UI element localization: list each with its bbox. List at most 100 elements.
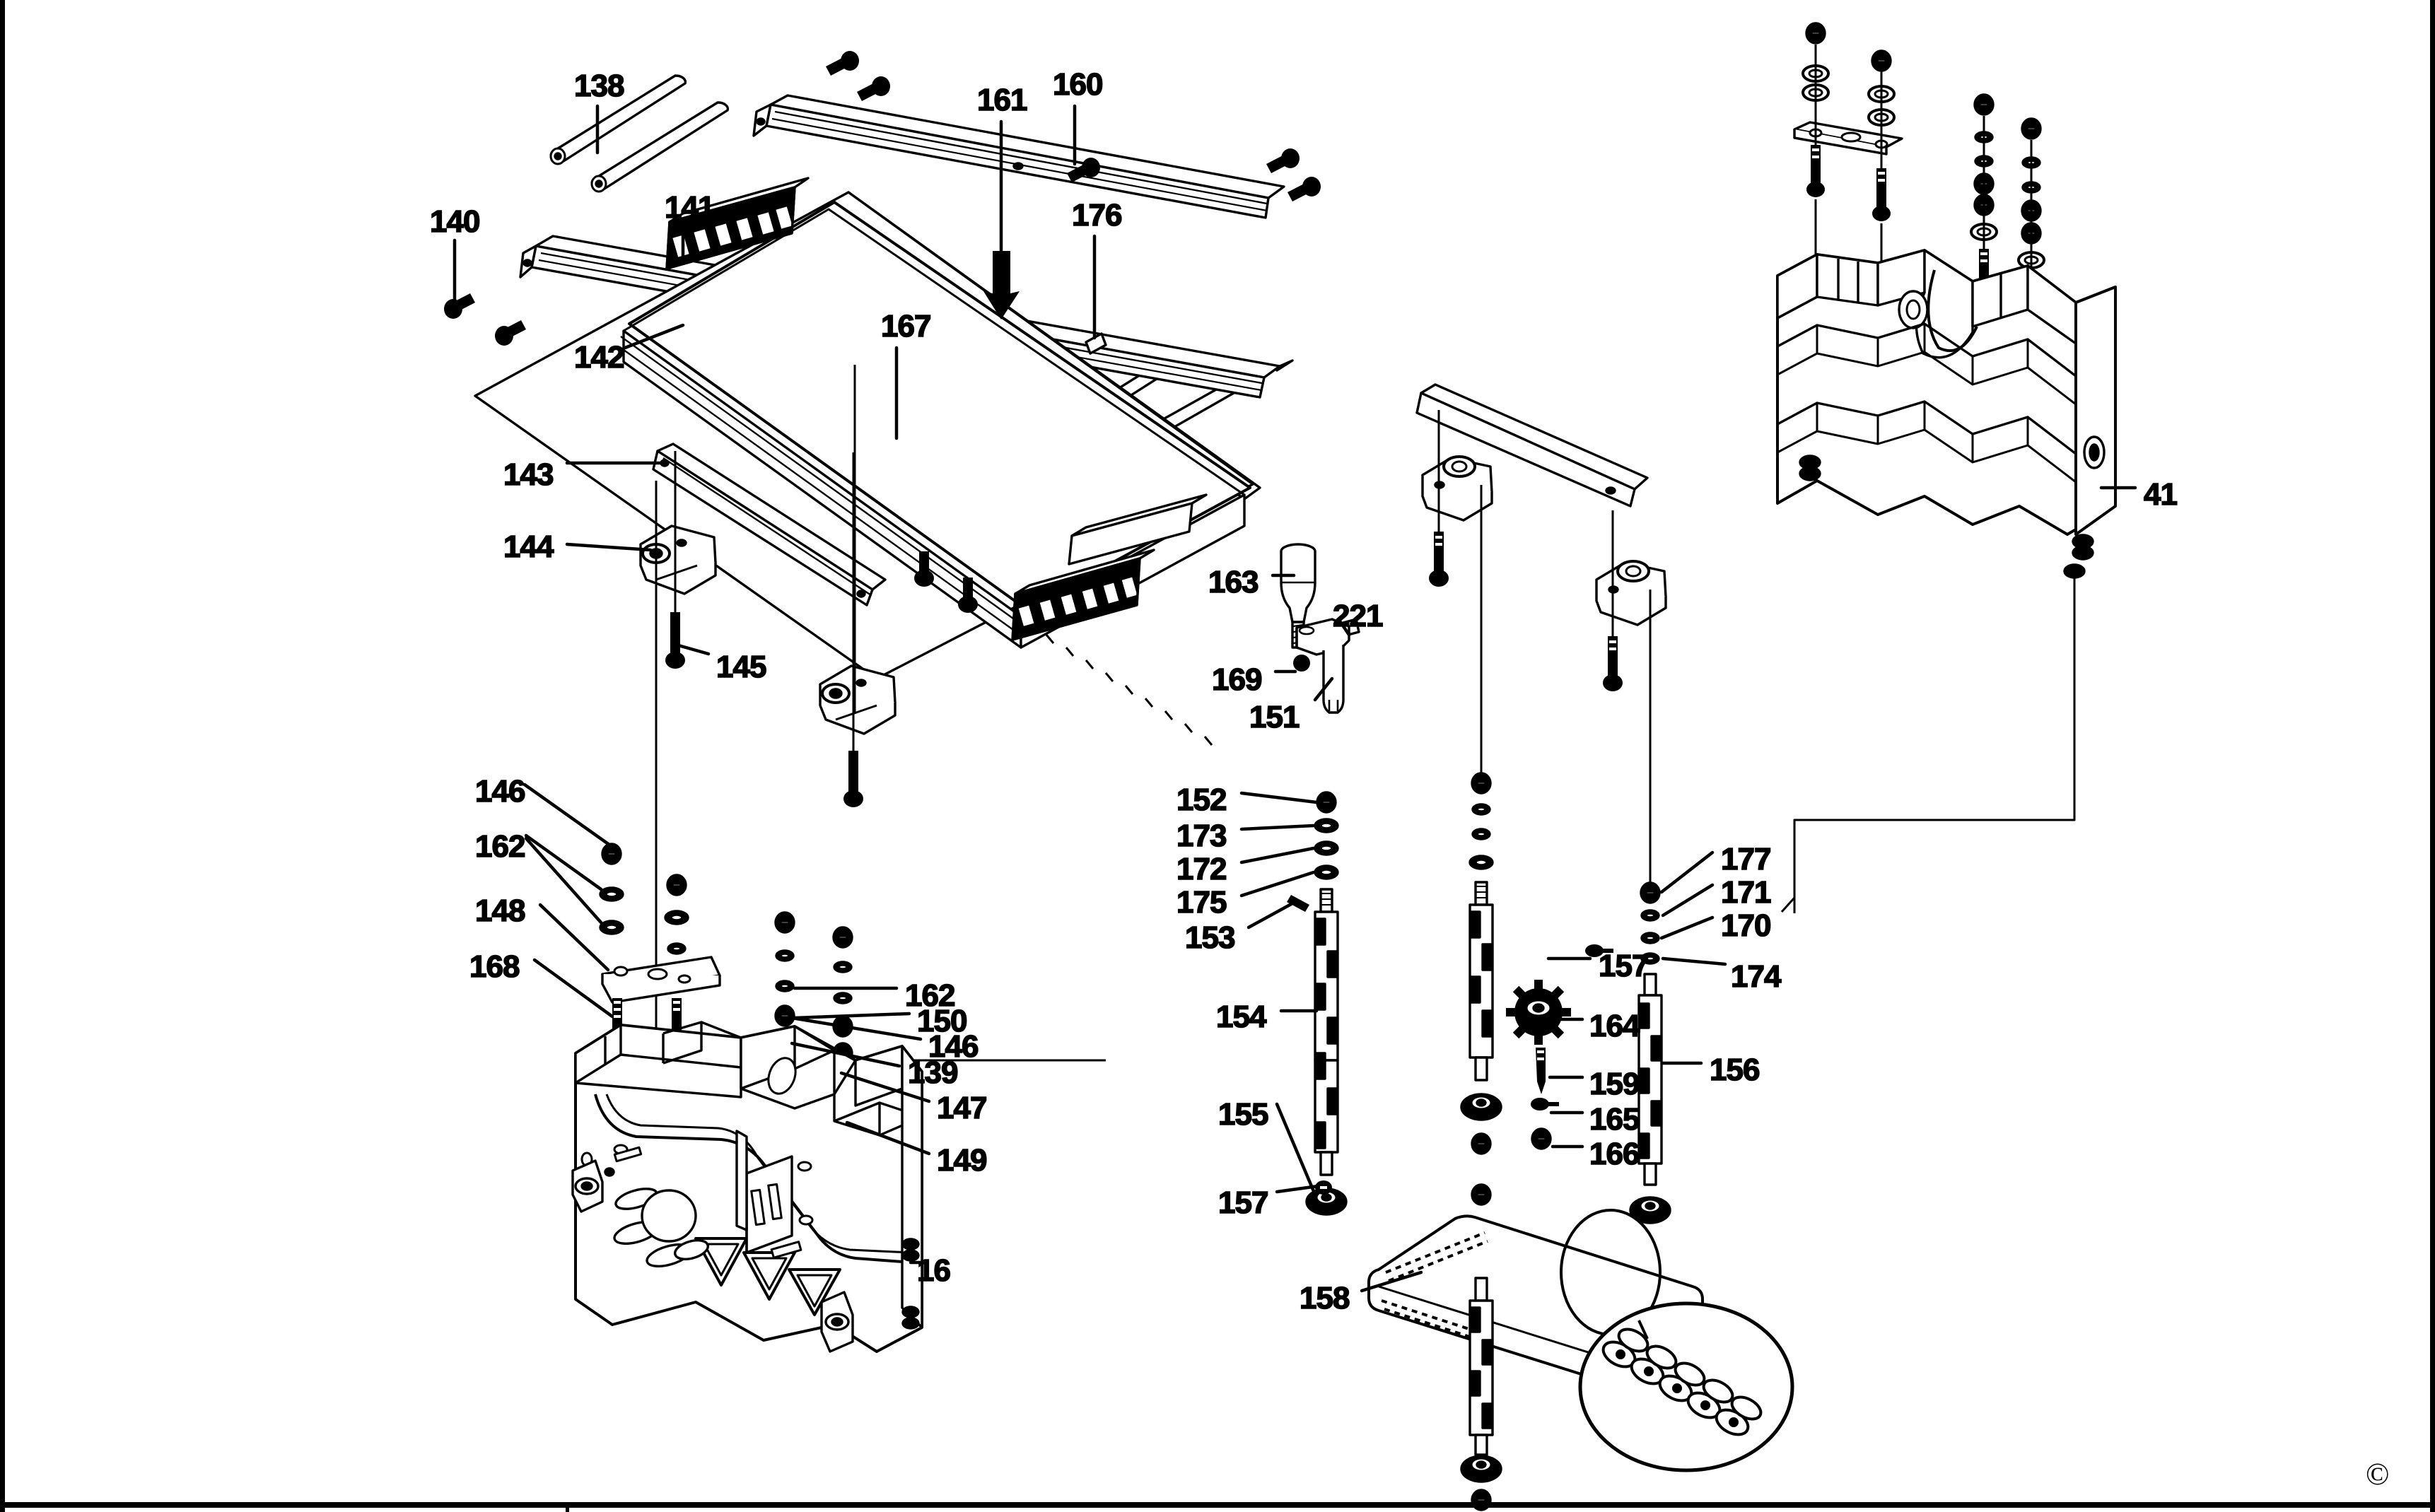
part-140-screw-a [444, 293, 475, 319]
frame-border-bottom [0, 1502, 2435, 1508]
callout-174: 174 [1730, 959, 1782, 994]
callout-170: 170 [1720, 908, 1772, 943]
part-154-shaft [1314, 888, 1339, 1176]
callout-168: 168 [469, 949, 520, 984]
callout-138: 138 [573, 69, 625, 103]
part-140-screw-b [495, 320, 526, 346]
leader-177 [1659, 850, 1715, 894]
callout-41: 41 [2143, 477, 2178, 512]
leader-152 [1239, 791, 1319, 804]
frame-border-right [2430, 0, 2435, 1512]
callout-162-b: 162 [904, 978, 956, 1013]
part-blade-strip [1068, 493, 1208, 565]
callout-169: 169 [1211, 662, 1263, 697]
right-leadscrew-assembly [1506, 881, 1671, 1224]
callout-140: 140 [429, 204, 481, 239]
part-157-pin-a [1315, 1180, 1332, 1195]
callout-144: 144 [503, 529, 554, 564]
part-144-bracket-right [819, 664, 897, 735]
callout-221: 221 [1332, 599, 1384, 633]
detail-callout-circle [1560, 1209, 1794, 1472]
part-41-housing [1776, 249, 2117, 579]
housing-bar-plate [1793, 121, 1903, 156]
part-160-screw-a [826, 51, 859, 76]
leader-153 [1246, 901, 1295, 930]
part-bracket-lower [1595, 560, 1667, 626]
leader-144 [565, 542, 653, 552]
callout-149: 149 [936, 1143, 988, 1178]
part-160-screw-g [958, 578, 978, 613]
callout-155: 155 [1218, 1097, 1269, 1132]
callout-leader-lines [452, 104, 2137, 1293]
leader-162a-1 [524, 833, 603, 891]
part-142-rail-rear [752, 94, 1285, 219]
fastener-col-a [599, 843, 624, 935]
frame-bottom-tick [566, 1502, 569, 1512]
callout-154: 154 [1215, 1000, 1267, 1034]
part-upper-bar [1415, 383, 1649, 508]
callout-172: 172 [1176, 852, 1227, 886]
callout-146-b: 146 [928, 1029, 979, 1064]
leader-139 [790, 1041, 901, 1068]
callout-146-a: 146 [474, 774, 526, 809]
leader-151 [1313, 676, 1334, 702]
callout-157-b: 157 [1598, 949, 1649, 983]
part-160-screw-d [1266, 148, 1300, 173]
part-159-pin [1536, 1048, 1546, 1094]
base-frame-plate-assembly [571, 843, 923, 1353]
callout-145: 145 [716, 650, 767, 684]
callout-163: 163 [1208, 565, 1259, 599]
leader-148 [538, 903, 610, 972]
callout-162-a: 162 [474, 829, 526, 864]
part-138-rod-upper [549, 74, 687, 165]
part-bracket-screw-upper [1429, 532, 1449, 587]
leader-147 [839, 1071, 931, 1103]
leader-173 [1239, 824, 1316, 831]
leader-146b [790, 1016, 923, 1041]
part-16-frame-plate [571, 1021, 923, 1353]
callout-160: 160 [1052, 67, 1104, 102]
leader-172 [1239, 846, 1316, 865]
leader-157a [1275, 1184, 1320, 1194]
table-top-assembly [444, 51, 1321, 746]
callout-151: 151 [1249, 700, 1300, 734]
callout-143: 143 [503, 457, 554, 492]
callout-150: 150 [916, 1004, 968, 1038]
part-156-shaft [1637, 973, 1663, 1186]
copyright-mark: © [2366, 1457, 2390, 1492]
detail-chain-links [1601, 1328, 1763, 1436]
handle-assembly [1280, 543, 1360, 714]
leader-221 [1338, 620, 1351, 637]
callout-147: 147 [936, 1091, 988, 1125]
center-leadscrew-assembly [1315, 383, 1794, 1511]
part-161-arrow [983, 251, 1020, 320]
callout-173: 173 [1176, 819, 1227, 853]
callout-164: 164 [1589, 1009, 1640, 1043]
callout-142: 142 [573, 340, 625, 375]
callout-177: 177 [1720, 842, 1772, 877]
part-165-pin [1531, 1098, 1559, 1110]
callout-159: 159 [1589, 1067, 1640, 1101]
leader-170 [1659, 915, 1715, 940]
leader-149 [845, 1120, 931, 1156]
callout-141: 141 [664, 190, 716, 225]
leader-142 [623, 323, 685, 350]
leader-146a [522, 783, 614, 849]
callout-167: 167 [880, 309, 932, 344]
callout-157-a: 157 [1218, 1185, 1269, 1220]
fastener-col-b [664, 874, 689, 955]
housing-bolt-2 [1872, 168, 1891, 221]
part-bottom-shaft [1468, 1277, 1494, 1456]
leader-175 [1239, 870, 1316, 898]
part-bracket-screw-lower [1603, 636, 1623, 691]
callout-16: 16 [916, 1253, 952, 1288]
leader-150 [793, 1012, 911, 1020]
part-148-plate [601, 956, 721, 1004]
frame-border-left [0, 0, 5, 1512]
part-160-screw-e [1287, 177, 1321, 201]
part-160-screw-f [914, 551, 934, 587]
callout-148: 148 [474, 893, 526, 928]
callout-165: 165 [1589, 1102, 1640, 1137]
